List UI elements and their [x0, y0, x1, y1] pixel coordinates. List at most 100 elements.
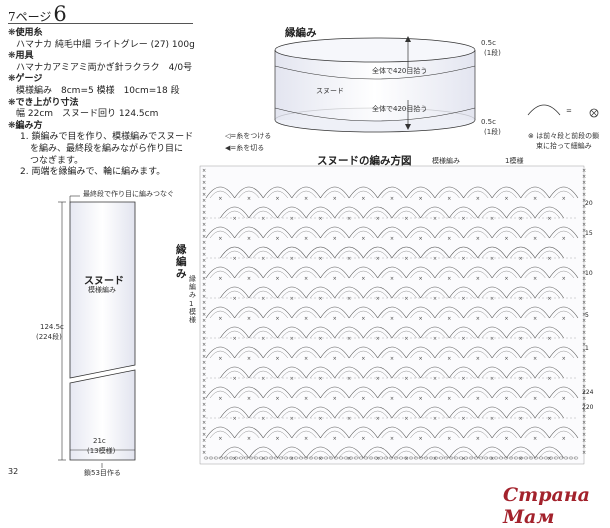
foundation-chain — [343, 456, 349, 460]
stitch-mark: × — [390, 396, 394, 402]
inner-arch — [309, 450, 331, 459]
inner-arch — [524, 310, 546, 319]
stitch-mark: × — [361, 236, 365, 242]
foundation-chain — [443, 456, 449, 460]
foundation-chain — [498, 456, 504, 460]
chain-arch — [391, 366, 421, 379]
chain-arch — [320, 386, 350, 399]
chain-arch — [420, 246, 450, 259]
inner-arch — [209, 230, 231, 239]
chain-arch — [377, 346, 407, 359]
inner-arch — [553, 430, 575, 439]
edge-stitch: × — [202, 288, 206, 294]
gauge-heading: ❋ゲージ — [8, 74, 43, 85]
stitch-mark: × — [333, 236, 337, 242]
foundation-chain — [208, 456, 214, 460]
inner-arch — [209, 430, 231, 439]
stitch-mark: × — [533, 356, 537, 362]
foundation-chain — [533, 456, 539, 460]
chain-arch — [391, 286, 421, 299]
edge-stitch: × — [582, 330, 586, 336]
inner-arch — [352, 310, 374, 319]
stitch-mark: × — [275, 436, 279, 442]
edge-stitch: × — [582, 342, 586, 348]
edge-stitch: × — [582, 372, 586, 378]
method-heading: ❋編み方 — [8, 120, 43, 131]
foundation-chain — [273, 456, 279, 460]
stitch-mark: × — [562, 276, 566, 282]
inner-arch — [553, 390, 575, 399]
inner-arch — [367, 250, 389, 259]
chain-arch — [234, 426, 264, 439]
chain-arch — [277, 246, 307, 259]
inner-arch — [224, 410, 246, 419]
foundation-chain — [268, 456, 274, 460]
stitch-mark: × — [419, 316, 423, 322]
pick-bottom-label: 全体で420目拾う — [372, 105, 428, 113]
inner-arch — [438, 430, 460, 439]
chain-arch — [549, 426, 579, 439]
chain-arch — [549, 306, 579, 319]
stitch-mark: × — [275, 196, 279, 202]
cylinder-label: スヌード — [316, 87, 344, 95]
chain-arch — [406, 186, 436, 199]
inner-arch — [267, 190, 289, 199]
edge-stitch: × — [582, 192, 586, 198]
inner-arch — [510, 410, 532, 419]
stitch-mark: × — [447, 236, 451, 242]
chain-arch — [220, 366, 250, 379]
chain-arch — [406, 386, 436, 399]
top-dim: 0.5c — [481, 39, 496, 47]
inner-arch — [338, 250, 360, 259]
inner-arch — [553, 310, 575, 319]
chain-arch — [406, 426, 436, 439]
edge-stitch: × — [582, 270, 586, 276]
stitch-mark: × — [247, 276, 251, 282]
edge-stitch: × — [582, 240, 586, 246]
inner-arch — [281, 370, 303, 379]
inner-arch — [453, 450, 475, 459]
border-cylinder — [274, 36, 476, 133]
top-join-note: 最終段で作り目に編みつなぐ — [83, 190, 174, 198]
stitch-mark: × — [233, 376, 237, 382]
inner-arch — [309, 290, 331, 299]
stitch-mark: × — [304, 196, 308, 202]
edge-stitch: × — [202, 186, 206, 192]
foundation-chain — [238, 456, 244, 460]
chain-arch — [363, 206, 393, 219]
chain-arch — [491, 266, 522, 279]
stitch-mark: × — [490, 376, 494, 382]
edge-stitch: × — [202, 270, 206, 276]
foundation-chain — [558, 456, 564, 460]
inner-arch — [238, 230, 260, 239]
chain-arch — [406, 346, 436, 359]
size-text: 幅 22cm スヌード回り 124.5cm — [16, 109, 159, 120]
chain-arch — [334, 246, 364, 259]
inner-arch — [467, 430, 489, 439]
foundation-chain — [398, 456, 404, 460]
stitch-mark: × — [318, 296, 322, 302]
chain-arch — [377, 426, 407, 439]
foundation-chain — [428, 456, 434, 460]
chain-arch — [491, 226, 522, 239]
foundation-chain — [233, 456, 239, 460]
edge-stitch: × — [582, 432, 586, 438]
stitch-mark: × — [233, 296, 237, 302]
stitch-mark: × — [275, 316, 279, 322]
foundation-chain — [303, 456, 309, 460]
chain-arch — [534, 206, 564, 219]
width-label: 21c — [93, 437, 106, 445]
foundation-chain — [378, 456, 384, 460]
foundation-chain — [458, 456, 464, 460]
inner-arch — [467, 270, 489, 279]
edge-stitch: × — [202, 408, 206, 414]
chart-left-sub2: 1模様 — [189, 300, 196, 324]
chain-arch — [291, 426, 321, 439]
stitch-mark: × — [218, 356, 222, 362]
inner-arch — [438, 390, 460, 399]
chain-arch — [477, 366, 507, 379]
foundation-chain — [348, 456, 354, 460]
foundation-chain — [243, 456, 249, 460]
chain-arch — [463, 226, 493, 239]
inner-arch — [467, 390, 489, 399]
